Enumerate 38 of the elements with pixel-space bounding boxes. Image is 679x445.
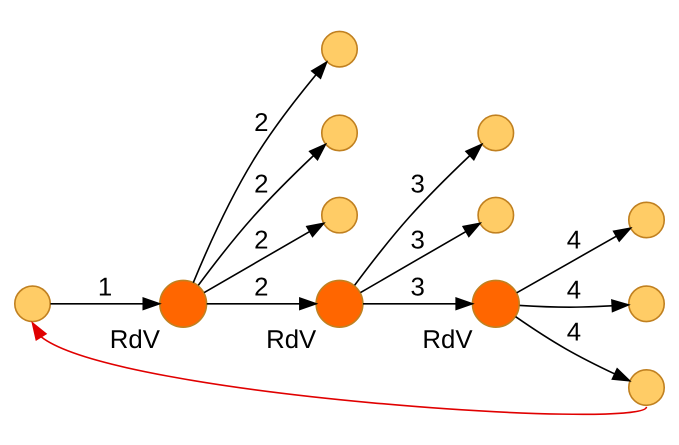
edge-label: 3 bbox=[410, 226, 425, 254]
node-label: RdV bbox=[422, 325, 473, 354]
node-circle bbox=[14, 284, 52, 322]
node-circle bbox=[315, 279, 364, 328]
node-label: RdV bbox=[266, 325, 316, 354]
arrow bbox=[206, 296, 318, 310]
node-circle bbox=[159, 279, 208, 328]
edge-label: 4 bbox=[566, 276, 582, 304]
arrow bbox=[360, 222, 482, 293]
arrow bbox=[354, 142, 484, 286]
edge-label: 2 bbox=[254, 108, 269, 137]
node-circle bbox=[472, 279, 520, 328]
edge-label: 4 bbox=[566, 226, 582, 254]
arrow bbox=[192, 60, 328, 282]
edge-label: 4 bbox=[566, 318, 582, 346]
node-circle bbox=[320, 30, 358, 68]
arrow bbox=[198, 142, 328, 286]
arrow bbox=[516, 226, 633, 294]
node-circle bbox=[628, 284, 666, 322]
node-label: RdV bbox=[110, 325, 160, 354]
edge-label: 2 bbox=[254, 226, 269, 254]
arrow bbox=[204, 222, 326, 293]
node-circle bbox=[320, 196, 358, 234]
edge-label: 3 bbox=[410, 170, 425, 198]
arrow bbox=[31, 320, 647, 414]
node-circle bbox=[477, 196, 514, 234]
edge-label: 3 bbox=[410, 272, 425, 301]
arrow bbox=[520, 298, 631, 312]
arrow bbox=[515, 316, 632, 382]
edge-label: 2 bbox=[254, 272, 269, 301]
node-circle bbox=[628, 200, 666, 238]
node-circle bbox=[628, 368, 666, 406]
node-circle bbox=[477, 114, 514, 151]
edge-label: 1 bbox=[98, 272, 112, 301]
node-circle bbox=[320, 114, 358, 151]
arrow bbox=[363, 296, 475, 310]
arrow bbox=[50, 296, 162, 310]
edge-label: 2 bbox=[254, 170, 269, 198]
